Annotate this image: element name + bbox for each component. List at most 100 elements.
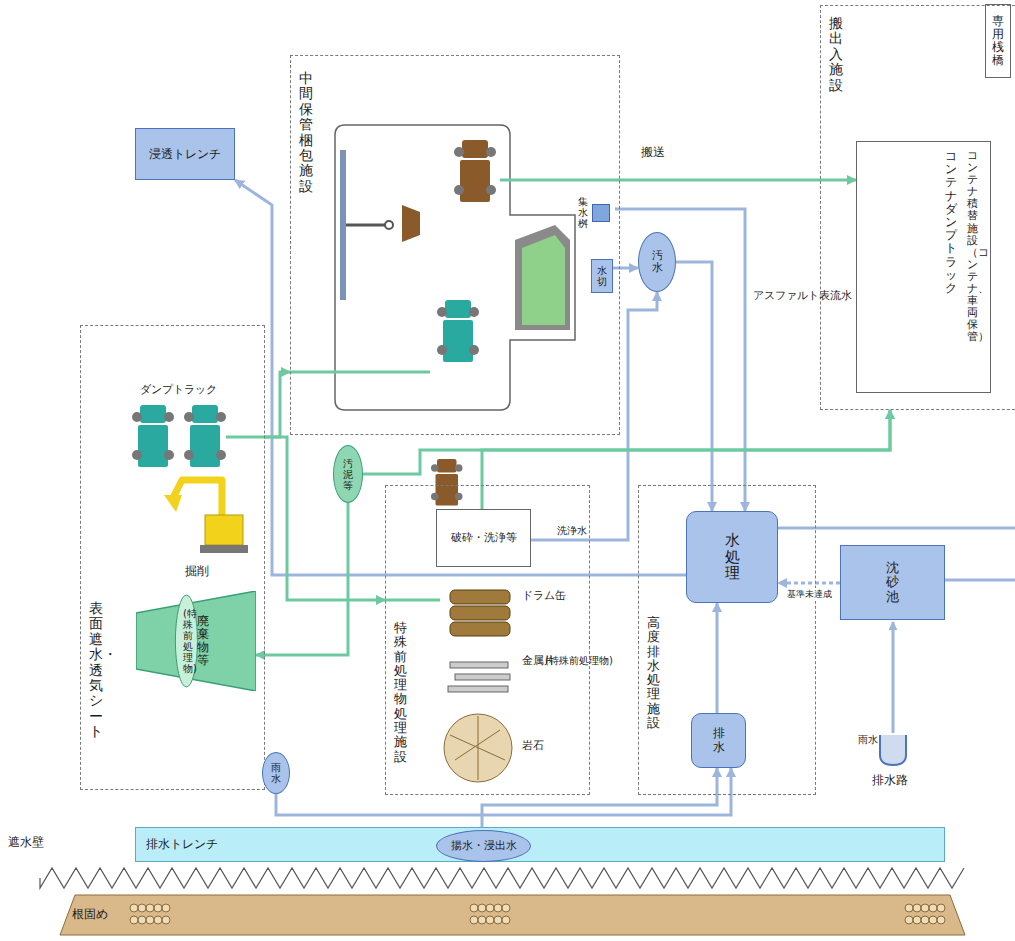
- illustration-part: [132, 405, 174, 467]
- crane: [340, 150, 420, 300]
- illustration-part: [945, 579, 1015, 582]
- facility-region: 高度排水処理施設水処理排水: [638, 485, 816, 795]
- illustration-part: [450, 716, 505, 780]
- illustration-part: [346, 224, 385, 227]
- foundation-stone: [913, 904, 921, 912]
- foundation-stone: [478, 904, 486, 912]
- foundation-stone: [937, 916, 945, 924]
- foundation-stone: [478, 916, 486, 924]
- process-box: 沈砂池: [840, 545, 945, 620]
- flow-connector: [256, 503, 348, 655]
- foundation-stone: [138, 916, 146, 924]
- flow-ellipse: 雨水: [262, 752, 290, 794]
- process-box: 専用桟橋: [985, 4, 1011, 78]
- illustration-part: [450, 606, 510, 620]
- edge-label: アスファルト表流水: [752, 290, 765, 302]
- foundation-stone: [921, 916, 929, 924]
- illustration-part: [448, 662, 510, 692]
- flow-connector: [676, 262, 712, 511]
- illustration-part: [385, 599, 440, 602]
- foundation-stone: [138, 904, 146, 912]
- catch-basin: [592, 204, 610, 222]
- foundation-stone: [146, 904, 154, 912]
- illustration-part: [226, 436, 265, 439]
- node-text: 沈砂池: [886, 561, 899, 604]
- trucks: [132, 140, 902, 506]
- part-label: 掘削: [185, 563, 209, 580]
- flow-ellipse: 汚泥等: [333, 445, 363, 503]
- illustration-part: [522, 235, 565, 325]
- node-text: (特殊前処理物): [183, 608, 193, 674]
- flow-ellipse: 揚水・浸出水: [436, 830, 531, 862]
- trench-band: 排水トレンチ揚水・浸出水: [135, 827, 945, 862]
- flow-connector: [716, 603, 719, 713]
- building: [335, 125, 575, 410]
- foundation-stone: [494, 904, 502, 912]
- process-box: 水切: [591, 259, 613, 293]
- foundation-stone: [486, 916, 494, 924]
- illustration-part: [130, 904, 945, 924]
- node-text: 特殊前処理物処理施設: [394, 621, 407, 764]
- part-label: 岩石: [522, 740, 533, 752]
- part-label: 金属片: [522, 655, 533, 667]
- part-label: 雨水: [858, 733, 878, 747]
- part-label: ドラム缶: [522, 590, 533, 602]
- foundation-stone: [130, 916, 138, 924]
- node-text: 水切: [597, 265, 607, 287]
- process-box: 根固め: [60, 895, 965, 935]
- illustration-part: [450, 662, 508, 668]
- flow-connector: [482, 410, 890, 509]
- flow-connector: [235, 180, 686, 575]
- illustration-part: [184, 405, 226, 467]
- foundation-stone: [146, 916, 154, 924]
- waste-pile: 廃棄物等(特殊前処理物): [136, 591, 256, 691]
- foundation-stone: [154, 916, 162, 924]
- illustration-part: [164, 495, 182, 512]
- foundation-stone: [921, 904, 929, 912]
- foundation-stone: [502, 904, 510, 912]
- facility-region: 中間保管梱包施設集水桝水切: [290, 55, 620, 435]
- foundation-stone: [502, 916, 510, 924]
- process-box: 破砕・洗浄等: [436, 509, 531, 567]
- edge-label: 基準未達成: [786, 588, 833, 601]
- flow-connector: [265, 437, 385, 600]
- process-box: 排水: [691, 713, 746, 768]
- node-text: コンテナ積替施設（コンテナ、車両保管）: [967, 150, 978, 344]
- illustration-part: [437, 300, 479, 362]
- illustration-part: [450, 590, 510, 604]
- flow-connector: [615, 209, 745, 511]
- node-text: 搬出入施設: [829, 16, 843, 93]
- flow-connector: [778, 582, 840, 585]
- process-box: 集水桝: [573, 193, 615, 232]
- node-text: 表面遮水・透気シート: [89, 601, 103, 740]
- node-text: 高度排水処理施設: [647, 616, 660, 730]
- illustration-part: [290, 371, 430, 374]
- flow-connector: [276, 768, 731, 815]
- illustration-part: [448, 686, 508, 692]
- facility-region: 搬出入施設コンテナダンプトラックコンテナ積替施設（コンテナ、車両保管）: [820, 5, 1015, 410]
- foundation: [60, 895, 965, 935]
- node-text: 中間保管梱包施設: [299, 71, 313, 194]
- cutoff-wall: [40, 868, 964, 888]
- flow-connector: [482, 768, 717, 830]
- flow-ellipse: 汚水: [638, 232, 676, 292]
- node-text: 汚泥等: [343, 458, 353, 491]
- foundation-stone: [162, 916, 170, 924]
- illustration-part: [431, 459, 463, 506]
- illustration-part: [60, 895, 965, 935]
- foundation-stone: [486, 904, 494, 912]
- pile-inner: [175, 595, 197, 687]
- foundation-stone: [470, 916, 478, 924]
- illustration-part: [340, 150, 346, 300]
- illustration-part: [335, 125, 575, 410]
- illustration-part: [515, 225, 570, 330]
- node-text: 揚水・浸出水: [451, 839, 517, 852]
- edge-label: 搬送: [640, 146, 654, 159]
- illustration-part: [444, 714, 512, 782]
- foundation-stone: [162, 904, 170, 912]
- foundation-stone: [905, 904, 913, 912]
- excavator: [164, 480, 248, 553]
- foundation-stone: [905, 916, 913, 924]
